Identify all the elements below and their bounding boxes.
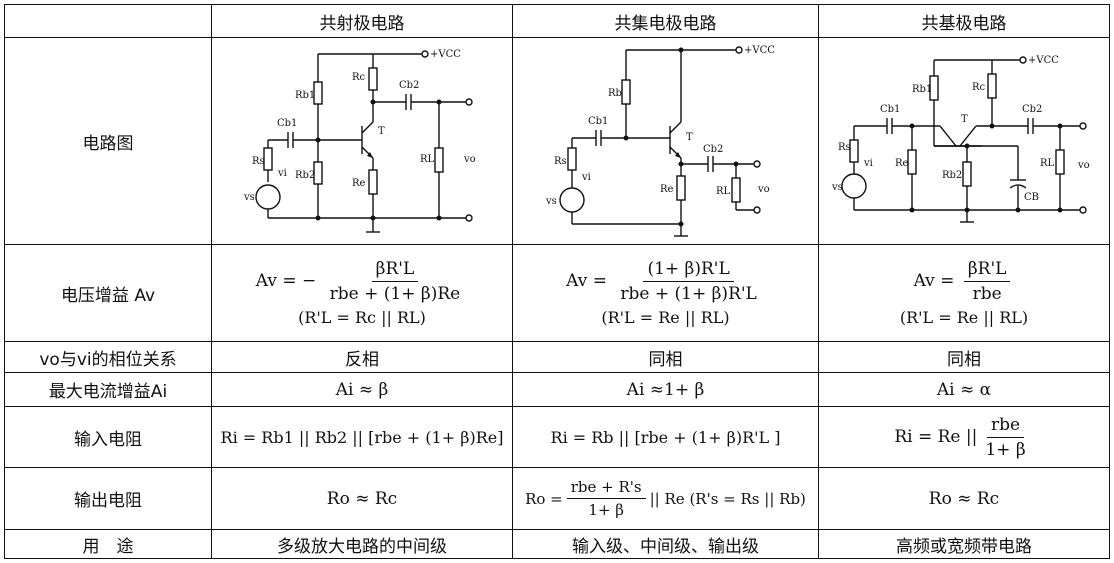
cc-rb-label: Rb bbox=[608, 88, 622, 99]
rout-cc-fraction: rbe + R's 1+ β bbox=[566, 478, 646, 519]
rin-cb-lhs: Ri = Re || bbox=[894, 427, 978, 447]
gain-cc-note: (R'L = Re || RL) bbox=[601, 308, 730, 327]
gain-cb-note: (R'L = Re || RL) bbox=[899, 308, 1029, 327]
ce-rl-label: RL bbox=[420, 154, 435, 165]
gain-ce-note: (R'L = Rc || RL) bbox=[298, 308, 426, 327]
imax-ce: Ai ≈ β bbox=[335, 379, 389, 400]
row-label-circuit: 电路图 bbox=[82, 133, 134, 154]
gain-ce-lhs: Av = − bbox=[255, 271, 317, 291]
cc-vo-label: vo bbox=[757, 184, 770, 195]
ce-circuit-diagram: +VCC Rb1 Rb2 Rc Re Cb2 Cb1 T RL Rs vi vs… bbox=[243, 49, 476, 233]
cb-circuit-diagram: +VCC Rb1 Rc T Cb2 Cb1 Re Rb2 CB RL Rs vi… bbox=[832, 55, 1090, 223]
row-label-rout: 输出电阻 bbox=[74, 491, 142, 511]
use-ce: 多级放大电路的中间级 bbox=[277, 536, 447, 557]
rout-ce: Ro ≈ Rc bbox=[326, 488, 398, 509]
imax-cb: Ai ≈ α bbox=[936, 379, 992, 400]
gain-ce-cell: Av = − βR'L rbe + (1+ β)Re (R'L = Rc || … bbox=[212, 245, 512, 341]
ce-rs-label: Rs bbox=[252, 156, 265, 167]
use-cc: 输入级、中间级、输出级 bbox=[572, 536, 759, 557]
rout-cc-denominator: 1+ β bbox=[588, 501, 624, 519]
rout-cc-lhs: Ro = bbox=[525, 489, 563, 508]
gain-ce-denominator: rbe + (1+ β)Re bbox=[329, 284, 461, 304]
cc-cb1-label: Cb1 bbox=[588, 116, 608, 127]
ce-cb1-label: Cb1 bbox=[277, 118, 297, 129]
cb-re-label: Re bbox=[895, 158, 909, 169]
ce-rb1-label: Rb1 bbox=[295, 90, 315, 101]
ce-re-label: Re bbox=[352, 178, 366, 189]
gain-ce-numerator: βR'L bbox=[371, 259, 419, 282]
cb-rb2-label: Rb2 bbox=[942, 170, 962, 181]
gain-cb-numerator: βR'L bbox=[963, 259, 1011, 282]
rout-cc-rhs: || Re (R's = Rs || Rb) bbox=[649, 489, 806, 508]
cc-rl-label: RL bbox=[716, 186, 731, 197]
phase-cc: 同相 bbox=[648, 349, 683, 370]
ce-t-label: T bbox=[378, 126, 385, 137]
phase-cb: 同相 bbox=[947, 349, 981, 370]
rout-cb: Ro ≈ Rc bbox=[928, 488, 1000, 509]
cc-vi-label: vi bbox=[581, 172, 591, 183]
cc-vs-label: vs bbox=[545, 196, 557, 207]
rout-cc-cell: Ro = rbe + R's 1+ β || Re (R's = Rs || R… bbox=[513, 468, 818, 529]
cb-cb1-label: Cb1 bbox=[880, 104, 900, 115]
cb-vcc-label: +VCC bbox=[1028, 55, 1059, 66]
cb-t-label: T bbox=[961, 114, 968, 125]
ce-cb2-label: Cb2 bbox=[399, 80, 419, 91]
gain-cc-cell: Av = (1+ β)R'L rbe + (1+ β)R'L (R'L = Re… bbox=[513, 245, 818, 341]
imax-cc: Ai ≈1+ β bbox=[626, 379, 705, 400]
gain-cc-formula: Av = (1+ β)R'L rbe + (1+ β)R'L bbox=[566, 259, 765, 304]
cc-vcc-label: +VCC bbox=[744, 45, 775, 56]
row-label-use: 用 途 bbox=[82, 536, 134, 557]
cb-rb1-label: Rb1 bbox=[912, 84, 932, 95]
rout-cc-numerator: rbe + R's bbox=[566, 478, 646, 499]
gain-ce-fraction: βR'L rbe + (1+ β)Re bbox=[326, 259, 465, 304]
row-label-rin: 输入电阻 bbox=[74, 429, 142, 450]
cc-t-label: T bbox=[686, 132, 693, 143]
gain-cb-lhs: Av = bbox=[913, 271, 955, 291]
row-label-imax: 最大电流增益Ai bbox=[48, 382, 168, 402]
ce-vcc-label: +VCC bbox=[430, 49, 461, 60]
rin-cc: Ri = Rb || [rbe + (1+ β)R'L ] bbox=[550, 427, 781, 447]
cb-rl-label: RL bbox=[1040, 158, 1055, 169]
gain-cc-fraction: (1+ β)R'L rbe + (1+ β)R'L bbox=[616, 259, 760, 304]
gain-ce-formula: Av = − βR'L rbe + (1+ β)Re bbox=[256, 259, 468, 304]
rin-cb-cell: Ri = Re || rbe 1+ β bbox=[819, 407, 1109, 467]
cc-re-label: Re bbox=[660, 184, 674, 195]
gain-cc-numerator: (1+ β)R'L bbox=[643, 259, 734, 282]
rin-ce: Ri = Rb1 || Rb2 || [rbe + (1+ β)Re] bbox=[220, 427, 504, 447]
row-label-phase: vo与vi的相位关系 bbox=[39, 349, 177, 370]
rin-cb-fraction: rbe 1+ β bbox=[981, 415, 1029, 460]
cb-vo-label: vo bbox=[1077, 160, 1090, 171]
gain-cb-cell: Av = βR'L rbe (R'L = Re || RL) bbox=[819, 245, 1109, 341]
cc-circuit-diagram: +VCC Rb Cb1 T Cb2 Re RL Rs vi vs vo bbox=[545, 45, 775, 237]
gain-cb-formula: Av = βR'L rbe bbox=[914, 259, 1015, 304]
ce-rc-label: Rc bbox=[352, 72, 366, 83]
ce-vs-label: vs bbox=[243, 192, 255, 203]
cb-vs-label: vs bbox=[832, 182, 843, 193]
cc-cb2-label: Cb2 bbox=[703, 144, 723, 155]
cb-cb-label: CB bbox=[1024, 192, 1039, 203]
header-ce: 共射极电路 bbox=[319, 13, 405, 34]
cb-cb2-label: Cb2 bbox=[1022, 104, 1042, 115]
row-label-gain: 电压增益 Av bbox=[60, 285, 156, 306]
ce-vo-label: vo bbox=[463, 154, 476, 165]
gain-cc-lhs: Av = bbox=[566, 271, 607, 291]
use-cb: 高频或宽频带电路 bbox=[896, 536, 1032, 557]
header-cc: 共集电极电路 bbox=[614, 13, 717, 34]
ce-vi-label: vi bbox=[277, 168, 287, 179]
header-cb: 共基极电路 bbox=[921, 13, 1007, 34]
cb-vi-label: vi bbox=[863, 158, 873, 169]
cb-rs-label: Rs bbox=[838, 142, 851, 153]
ce-rb2-label: Rb2 bbox=[295, 170, 315, 181]
cc-rs-label: Rs bbox=[554, 156, 567, 167]
cb-rc-label: Rc bbox=[972, 82, 986, 93]
phase-ce: 反相 bbox=[345, 349, 379, 370]
gain-cb-fraction: βR'L rbe bbox=[963, 259, 1011, 304]
rin-cb-numerator: rbe bbox=[986, 415, 1025, 438]
gain-cb-denominator: rbe bbox=[972, 284, 1002, 304]
rin-cb-denominator: 1+ β bbox=[985, 439, 1026, 460]
gain-cc-denominator: rbe + (1+ β)R'L bbox=[620, 284, 757, 304]
